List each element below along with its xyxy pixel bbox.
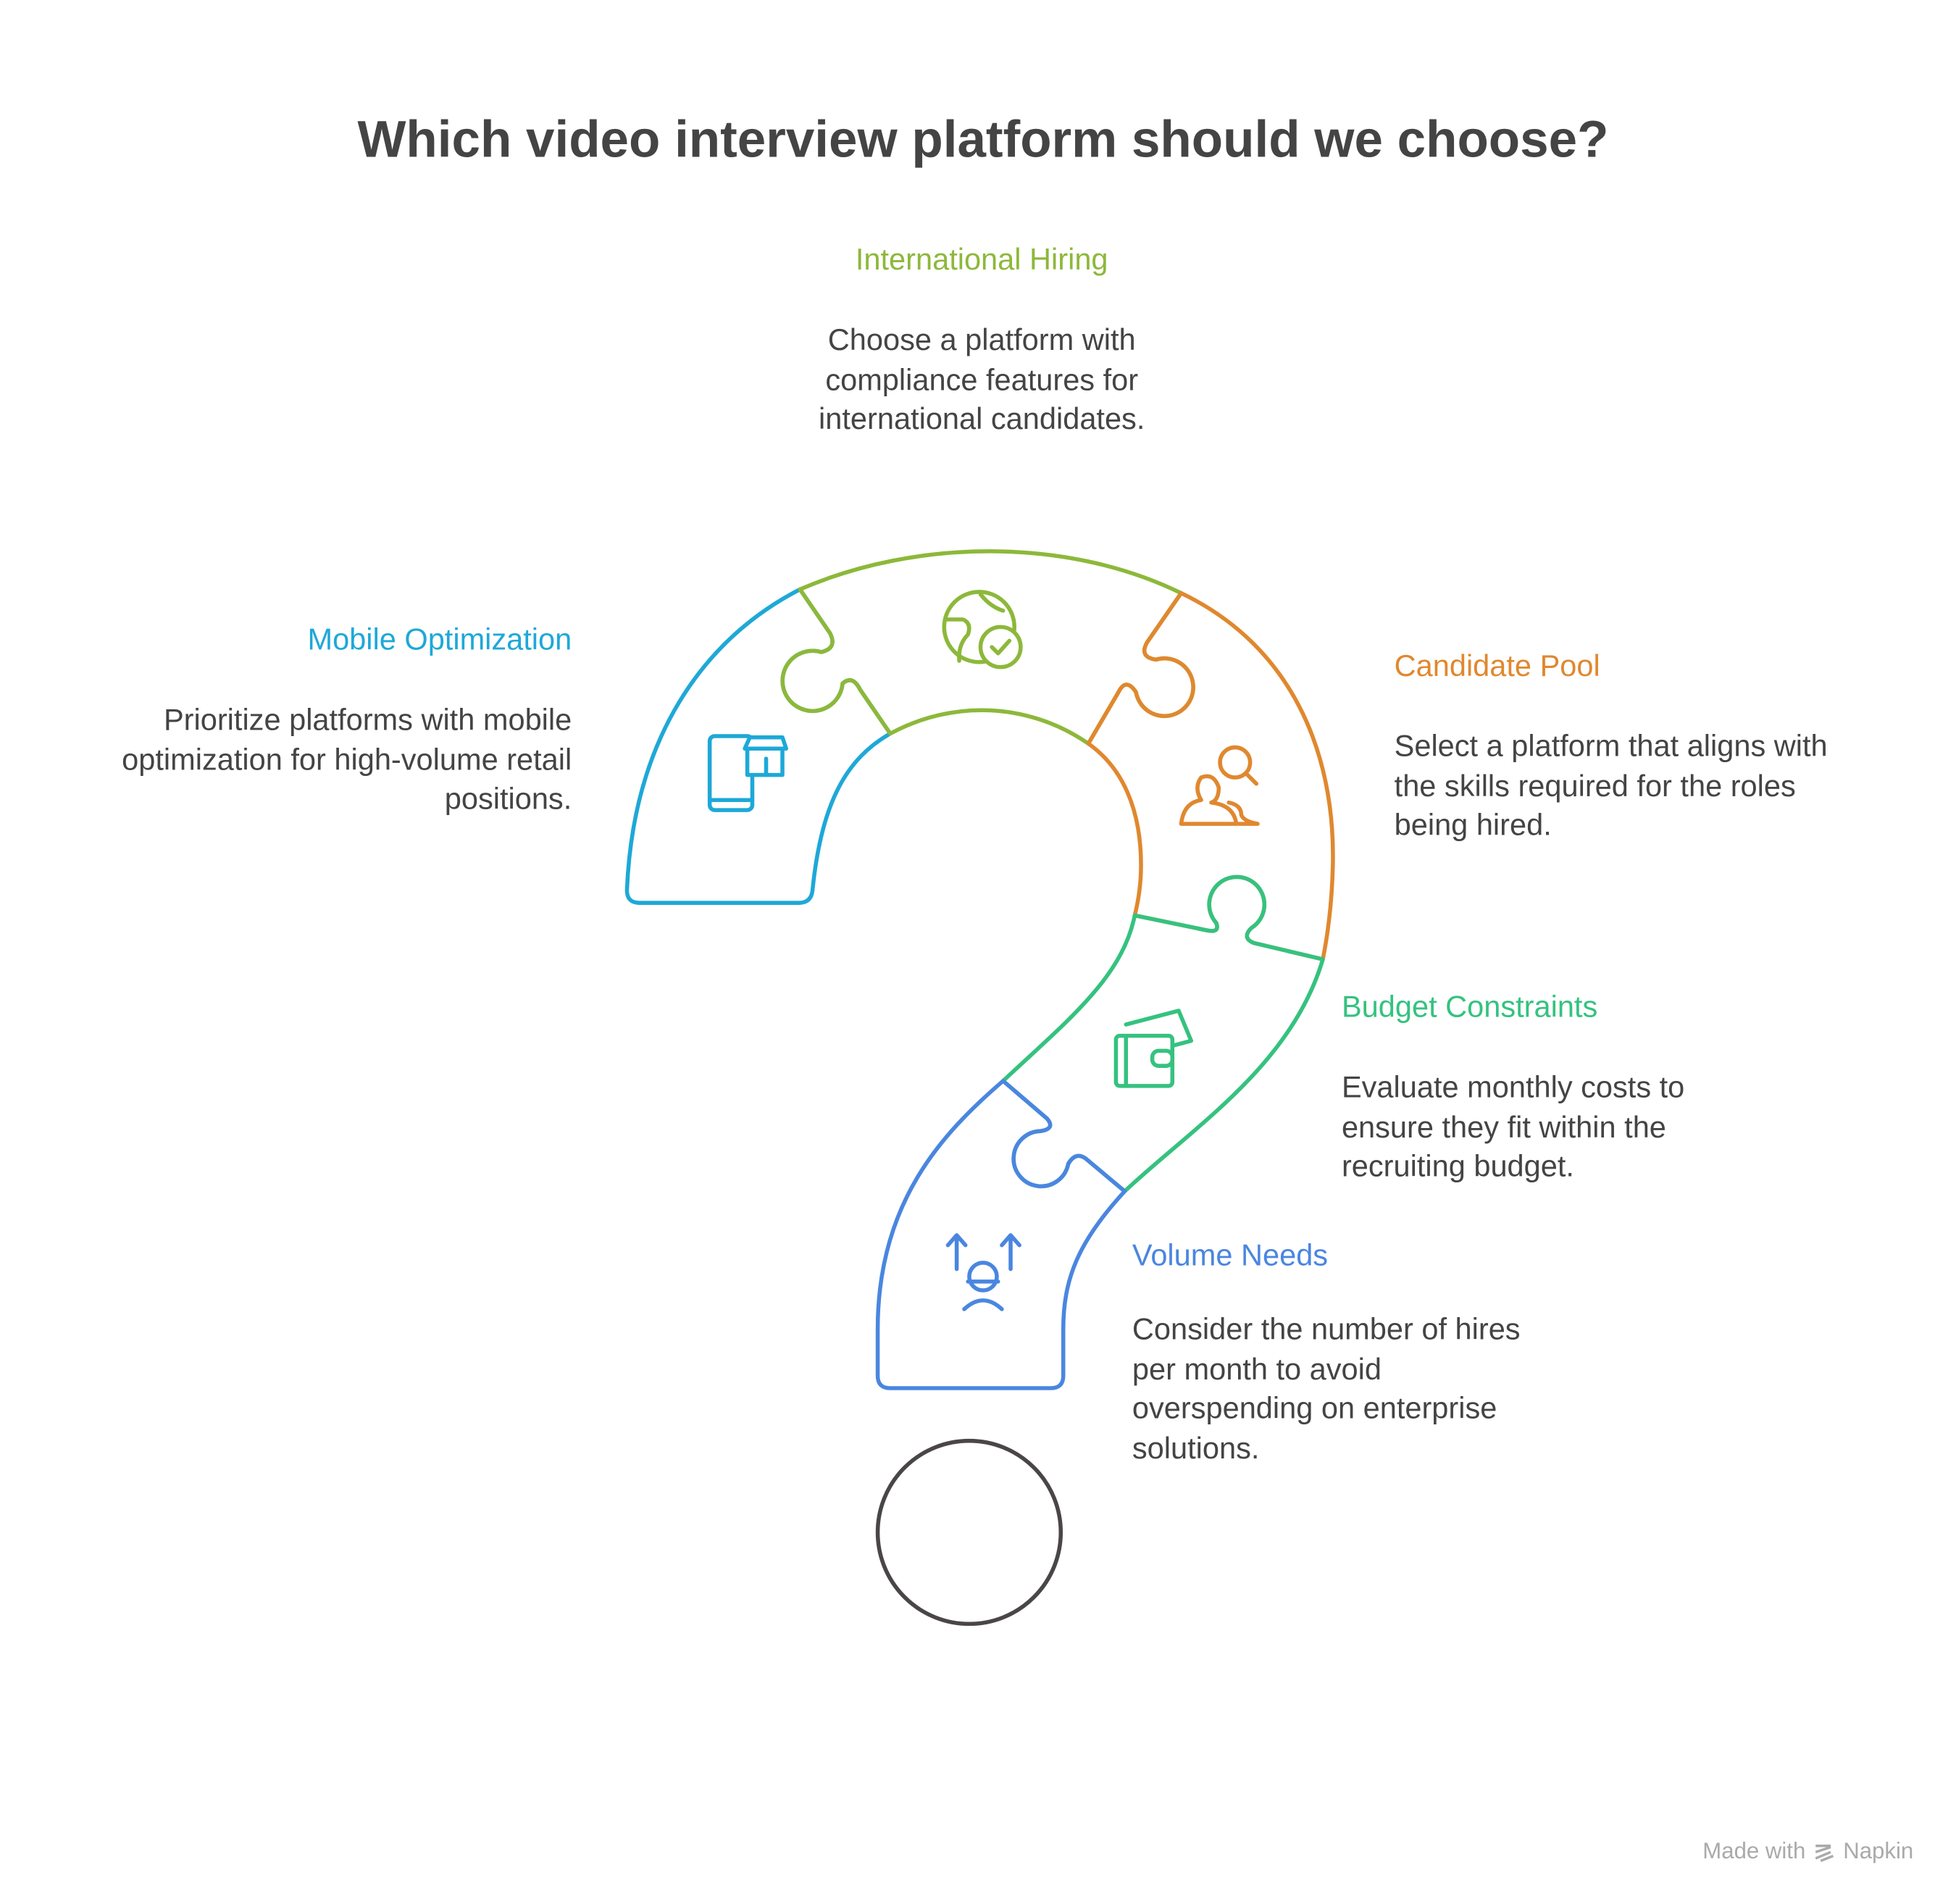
people-search-icon: [1179, 745, 1260, 826]
budget-heading: Budget Constraints: [1341, 990, 1598, 1025]
mobile-store-icon: [707, 734, 788, 812]
napkin-logo-icon: [1815, 1844, 1834, 1862]
footer-attribution[interactable]: Made with Napkin: [1702, 1838, 1913, 1864]
worker-scale-up-icon: [945, 1233, 1021, 1311]
volume-text: Consider the number of hires per month t…: [1132, 1313, 1521, 1466]
globe-check-icon: [942, 590, 1023, 669]
mobile-text: Prioritize platforms with mobile optimiz…: [122, 703, 572, 817]
page-title: Which video interview platform should we…: [357, 110, 1609, 168]
wallet-money-icon: [1113, 1009, 1194, 1088]
candidate-heading: Candidate Pool: [1394, 649, 1600, 684]
international-text: Choose a platform with compliance featur…: [819, 323, 1145, 437]
budget-text: Evaluate monthly costs to ensure they fi…: [1341, 1071, 1685, 1184]
mobile-heading: Mobile Optimization: [307, 623, 572, 657]
international-heading: International Hiring: [855, 243, 1108, 277]
napkin-brand: Napkin: [1843, 1838, 1914, 1863]
question-dot: [875, 1438, 1063, 1627]
made-with-label: Made with: [1702, 1838, 1806, 1863]
volume-heading: Volume Needs: [1132, 1239, 1329, 1273]
candidate-text: Select a platform that aligns with the s…: [1394, 730, 1828, 843]
puzzle-piece-volume: [875, 1079, 1127, 1390]
